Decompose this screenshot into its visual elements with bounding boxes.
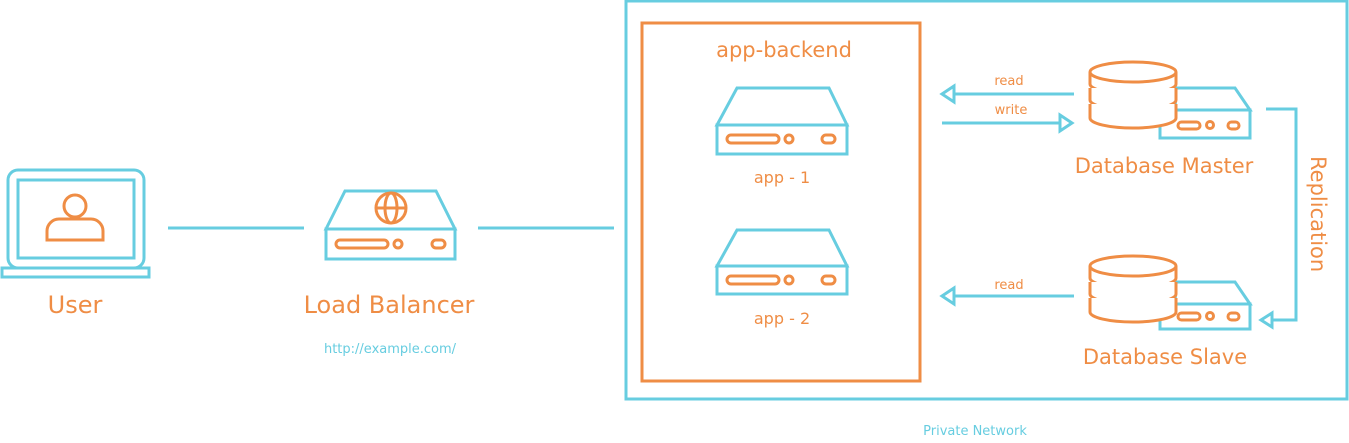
private-network-label: Private Network — [923, 424, 1027, 439]
app-1-label: app - 1 — [753, 168, 811, 187]
replication-label: Replication — [1306, 156, 1330, 273]
read-slave-label: read — [994, 278, 1024, 293]
app-backend-frame — [640, 21, 922, 383]
db-master-icon — [1088, 60, 1253, 140]
database-slave-label: Database Slave — [1082, 345, 1248, 369]
globe-server-icon — [323, 189, 458, 261]
user-label: User — [47, 291, 103, 319]
db-slave-icon — [1088, 254, 1253, 331]
write-master-label: write — [994, 103, 1028, 118]
read-slave-arrow — [939, 285, 1074, 307]
replication-arrow — [1258, 107, 1298, 330]
load-balancer-url[interactable]: http://example.com/ — [323, 342, 457, 357]
app-2-server-icon — [714, 228, 850, 296]
write-master-arrow — [942, 112, 1075, 134]
app-backend-title: app-backend — [716, 38, 852, 62]
read-master-label: read — [994, 74, 1024, 89]
laptop-user-icon — [0, 168, 151, 279]
private-network-frame — [624, 0, 1349, 401]
app-2-label: app - 2 — [753, 309, 811, 328]
read-master-arrow — [939, 83, 1074, 105]
database-master-label: Database Master — [1074, 154, 1254, 178]
app-1-server-icon — [714, 86, 850, 156]
load-balancer-label: Load Balancer — [303, 291, 475, 319]
